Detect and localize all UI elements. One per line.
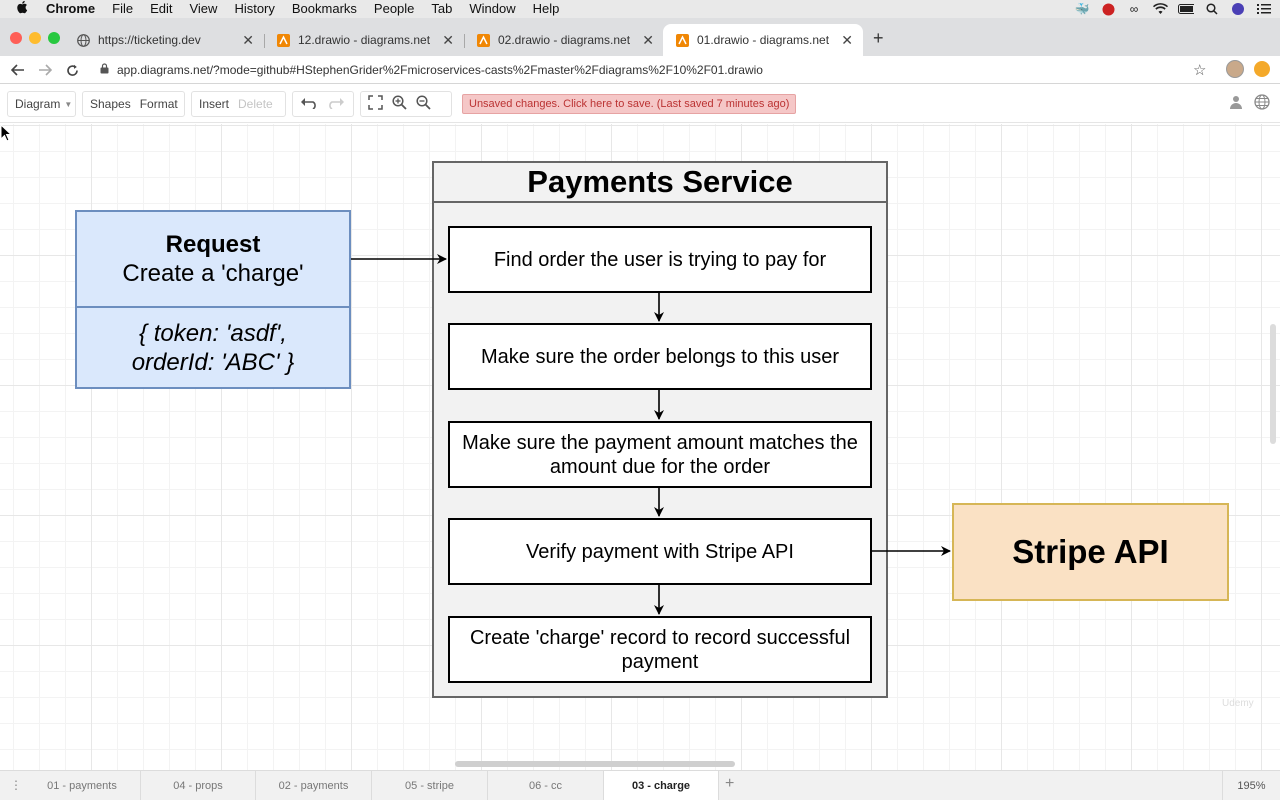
minimize-window-button[interactable] bbox=[29, 32, 41, 44]
close-tab-icon[interactable]: ✕ bbox=[841, 32, 853, 48]
extension-icon[interactable] bbox=[1254, 61, 1270, 77]
request-body-line2: orderId: 'ABC' } bbox=[131, 348, 295, 376]
zoom-level[interactable]: 195% bbox=[1222, 771, 1280, 800]
horizontal-scrollbar[interactable] bbox=[455, 761, 735, 767]
menu-help[interactable]: Help bbox=[532, 1, 560, 16]
menu-app-chrome[interactable]: Chrome bbox=[46, 1, 96, 16]
zoom-out-icon[interactable] bbox=[416, 94, 431, 114]
globe-icon bbox=[76, 33, 90, 47]
page-tab[interactable]: 05 - stripe bbox=[372, 771, 488, 800]
menu-history[interactable]: History bbox=[234, 1, 275, 16]
diagram-menu-button[interactable]: Diagram ▼ bbox=[7, 91, 76, 117]
step-find-order[interactable]: Find order the user is trying to pay for bbox=[448, 226, 872, 293]
request-subtitle: Create a 'charge' bbox=[122, 260, 304, 287]
close-tab-icon[interactable]: ✕ bbox=[642, 32, 654, 48]
close-tab-icon[interactable]: ✕ bbox=[242, 32, 254, 48]
drawio-icon bbox=[276, 33, 290, 47]
delete-button[interactable]: Delete bbox=[238, 97, 273, 111]
payments-service-title: Payments Service bbox=[434, 163, 886, 203]
fit-page-icon[interactable] bbox=[368, 94, 383, 114]
diagram-canvas[interactable]: Payments Service Request Create a 'charg… bbox=[0, 124, 1280, 770]
close-tab-icon[interactable]: ✕ bbox=[442, 32, 454, 48]
mouse-cursor-icon bbox=[0, 124, 12, 142]
lock-icon[interactable] bbox=[100, 63, 109, 77]
step-verify-stripe[interactable]: Verify payment with Stripe API bbox=[448, 518, 872, 585]
unsaved-changes-banner[interactable]: Unsaved changes. Click here to save. (La… bbox=[462, 94, 797, 114]
menu-file[interactable]: File bbox=[112, 1, 134, 16]
wifi-icon[interactable] bbox=[1152, 2, 1168, 16]
step-create-charge[interactable]: Create 'charge' record to record success… bbox=[448, 616, 872, 683]
zoom-window-button[interactable] bbox=[48, 32, 60, 44]
tab-title: 12.drawio - diagrams.net bbox=[298, 33, 431, 47]
close-window-button[interactable] bbox=[10, 32, 22, 44]
browser-tab-strip: https://ticketing.dev ✕ 12.drawio - diag… bbox=[0, 18, 1280, 56]
drawio-icon bbox=[675, 33, 689, 47]
language-globe-icon[interactable] bbox=[1254, 94, 1270, 115]
menu-people[interactable]: People bbox=[373, 1, 415, 16]
page-tab[interactable]: 04 - props bbox=[141, 771, 256, 800]
page-tab-active[interactable]: 03 - charge bbox=[604, 771, 719, 800]
history-group bbox=[292, 91, 354, 117]
request-body-line1: { token: 'asdf', bbox=[139, 319, 287, 347]
shapes-button[interactable]: Shapes bbox=[90, 97, 131, 111]
stripe-api-box[interactable]: Stripe API bbox=[952, 503, 1229, 601]
page-tab[interactable]: 06 - cc bbox=[488, 771, 604, 800]
user-icon[interactable] bbox=[1229, 95, 1243, 113]
battery-icon[interactable] bbox=[1178, 2, 1194, 16]
page-tab[interactable]: 02 - payments bbox=[256, 771, 372, 800]
step-check-amount[interactable]: Make sure the payment amount matches the… bbox=[448, 421, 872, 488]
insert-button[interactable]: Insert bbox=[199, 97, 230, 111]
request-box-header[interactable]: Request Create a 'charge' bbox=[75, 210, 351, 308]
udemy-watermark: Udemy bbox=[1222, 698, 1254, 709]
search-icon[interactable] bbox=[1204, 2, 1220, 16]
tab-title: https://ticketing.dev bbox=[98, 33, 201, 47]
panel-toggle-group: Shapes Format bbox=[82, 91, 185, 117]
format-button[interactable]: Format bbox=[139, 97, 178, 111]
browser-tab-12-drawio[interactable]: 12.drawio - diagrams.net ✕ bbox=[264, 24, 464, 56]
url-text: app.diagrams.net/?mode=github#HStephenGr… bbox=[117, 63, 763, 77]
drawio-toolbar: Diagram ▼ Shapes Format Insert Delete Un… bbox=[0, 85, 1280, 123]
tab-title: 02.drawio - diagrams.net bbox=[498, 33, 631, 47]
menu-tab[interactable]: Tab bbox=[431, 1, 453, 16]
page-tabs-bar: ⋮ 01 - payments 04 - props 02 - payments… bbox=[0, 770, 1280, 800]
vertical-scrollbar[interactable] bbox=[1270, 324, 1276, 444]
menu-window[interactable]: Window bbox=[469, 1, 516, 16]
pages-menu-icon[interactable]: ⋮ bbox=[10, 778, 22, 792]
reload-icon[interactable] bbox=[62, 60, 82, 80]
menu-edit[interactable]: Edit bbox=[150, 1, 173, 16]
bookmark-star-icon[interactable]: ☆ bbox=[1193, 62, 1207, 79]
request-title: Request bbox=[165, 231, 261, 258]
menu-bookmarks[interactable]: Bookmarks bbox=[291, 1, 357, 16]
browser-tab-02-drawio[interactable]: 02.drawio - diagrams.net ✕ bbox=[464, 24, 664, 56]
edit-group: Insert Delete bbox=[191, 91, 286, 117]
new-tab-plus-icon[interactable]: + bbox=[873, 28, 884, 48]
back-arrow-icon[interactable] bbox=[8, 60, 28, 80]
page-tab[interactable]: 01 - payments bbox=[24, 771, 141, 800]
control-center-icon[interactable] bbox=[1256, 2, 1272, 16]
profile-avatar[interactable] bbox=[1226, 60, 1244, 78]
address-bar[interactable]: app.diagrams.net/?mode=github#HStephenGr… bbox=[92, 58, 1217, 82]
menu-view[interactable]: View bbox=[189, 1, 218, 16]
step-check-ownership[interactable]: Make sure the order belongs to this user bbox=[448, 323, 872, 390]
glasses-icon[interactable]: ∞ bbox=[1129, 2, 1139, 16]
record-icon[interactable] bbox=[1100, 2, 1116, 16]
diagram-label: Diagram bbox=[15, 97, 61, 111]
chevron-down-icon: ▼ bbox=[64, 99, 73, 109]
add-page-plus-icon[interactable]: + bbox=[725, 775, 735, 792]
request-box-body[interactable]: { token: 'asdf', orderId: 'ABC' } bbox=[75, 308, 351, 389]
redo-icon[interactable] bbox=[327, 96, 345, 113]
siri-icon[interactable] bbox=[1230, 2, 1246, 16]
undo-icon[interactable] bbox=[300, 96, 318, 113]
apple-icon[interactable] bbox=[16, 0, 34, 18]
browser-tab-01-drawio[interactable]: 01.drawio - diagrams.net ✕ bbox=[663, 24, 863, 56]
tab-title: 01.drawio - diagrams.net bbox=[697, 33, 830, 47]
forward-arrow-icon[interactable] bbox=[35, 60, 55, 80]
macos-menu-bar: Chrome File Edit View History Bookmarks … bbox=[0, 0, 1280, 18]
docker-icon[interactable]: 🐳 bbox=[1074, 2, 1090, 16]
zoom-in-icon[interactable] bbox=[392, 94, 407, 114]
browser-tab-ticketing[interactable]: https://ticketing.dev ✕ bbox=[64, 24, 264, 56]
drawio-icon bbox=[476, 33, 490, 47]
view-group bbox=[360, 91, 452, 117]
browser-toolbar: app.diagrams.net/?mode=github#HStephenGr… bbox=[0, 56, 1280, 84]
